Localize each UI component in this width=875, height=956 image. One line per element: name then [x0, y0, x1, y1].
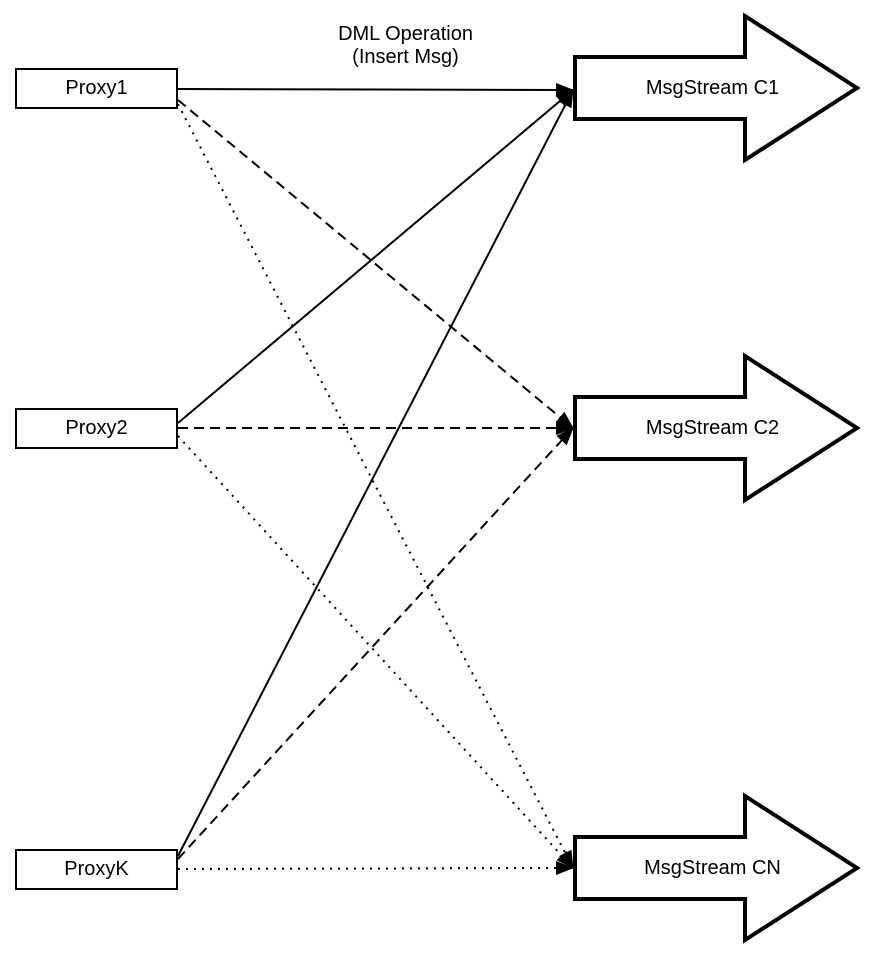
- msgstream-c2-arrow-shape: [573, 352, 861, 504]
- proxy2-label: Proxy2: [65, 417, 128, 439]
- edge-p1-c2: [177, 99, 574, 429]
- proxy-node-proxyk: ProxyK: [15, 849, 178, 890]
- edge-p2-c1: [177, 89, 574, 424]
- msgstream-c1-arrow-shape: [573, 12, 861, 164]
- edge-pk-c1: [177, 89, 574, 857]
- diagram-title: DML Operation (Insert Msg): [288, 23, 523, 69]
- edge-pk-cn: [177, 861, 574, 876]
- msgstream-c2-label: MsgStream C2: [645, 417, 780, 439]
- diagram-title-line1: DML Operation: [338, 23, 473, 45]
- diagram-title-line2: (Insert Msg): [352, 46, 459, 68]
- msgstream-cn-label: MsgStream CN: [644, 857, 781, 879]
- proxy-node-proxy2: Proxy2: [15, 408, 178, 449]
- proxy1-label: Proxy1: [65, 77, 128, 99]
- edge-p1-c1: [177, 82, 574, 97]
- edge-p2-cn: [177, 435, 574, 869]
- edges-group: [177, 82, 574, 876]
- msgstream-c1-label: MsgStream C1: [645, 77, 780, 99]
- msgstream-cn-arrow-shape: [573, 792, 861, 944]
- proxy-node-proxy1: Proxy1: [15, 68, 178, 109]
- proxyk-label: ProxyK: [64, 858, 129, 880]
- edge-pk-c2: [177, 427, 574, 860]
- edge-p1-cn: [177, 103, 574, 869]
